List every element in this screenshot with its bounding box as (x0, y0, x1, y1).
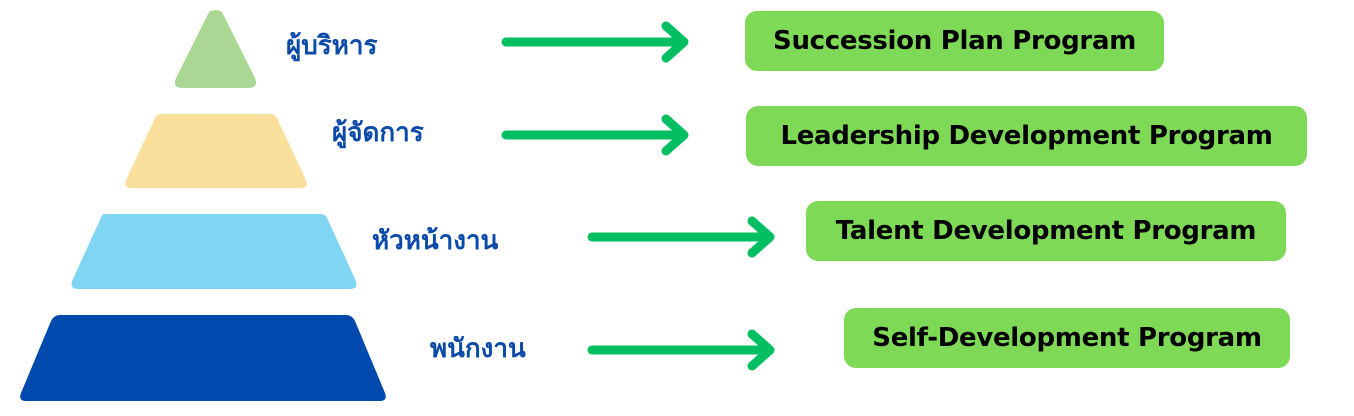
pyramid (20, 10, 386, 401)
level-label-employee: พนักงาน (430, 334, 526, 364)
pyramid-level-manager (125, 114, 307, 188)
pyramid-level-employee (20, 315, 386, 401)
program-box-self-development: Self-Development Program (844, 308, 1290, 368)
level-label-executive: ผู้บริหาร (286, 31, 378, 61)
pyramid-level-supervisor (71, 214, 357, 289)
arrow-right-icon (501, 114, 689, 156)
program-label: Succession Plan Program (773, 26, 1136, 56)
program-label: Leadership Development Program (780, 121, 1273, 151)
level-label-supervisor: หัวหน้างาน (372, 226, 499, 256)
program-box-leadership: Leadership Development Program (746, 106, 1307, 166)
program-box-talent: Talent Development Program (806, 201, 1286, 261)
arrow-right-icon (587, 216, 775, 258)
arrow-right-icon (587, 329, 775, 371)
level-label-manager: ผู้จัดการ (332, 118, 424, 148)
pyramid-level-executive (174, 10, 257, 88)
program-box-succession: Succession Plan Program (745, 11, 1164, 71)
arrow-right-icon (501, 21, 689, 63)
program-label: Self-Development Program (872, 323, 1262, 353)
program-label: Talent Development Program (835, 216, 1257, 246)
